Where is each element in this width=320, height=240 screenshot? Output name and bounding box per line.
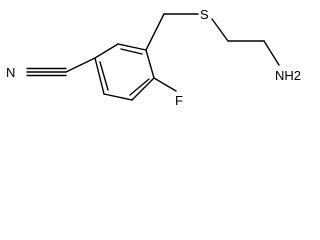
benzene-ring	[94, 43, 155, 101]
nitrile-nitrogen-label: N	[6, 65, 15, 80]
nitrile-group: N	[6, 57, 96, 80]
ring-bond-1	[94, 43, 119, 59]
ethylene-amine-bond	[263, 40, 280, 66]
amine-label: NH2	[275, 68, 301, 83]
aminoethyl-thioether-chain: S NH2	[145, 7, 301, 83]
ring-double-bond-inner-3	[99, 61, 109, 91]
aryl-nitrile-carbon-bond	[65, 57, 96, 73]
ring-double-bond-inner-2	[129, 78, 150, 96]
sulfur-ethylene-bond	[211, 18, 229, 42]
ring-bond-6	[94, 57, 105, 95]
fluoro-substituent: F	[153, 77, 183, 108]
aryl-fluorine-bond	[153, 77, 177, 92]
fluorine-label: F	[175, 93, 183, 108]
ring-bond-3	[145, 49, 155, 79]
molecular-structure-diagram: N F S NH2	[6, 7, 301, 108]
ring-bond-5	[103, 93, 133, 101]
ring-double-bond-inner-1	[120, 48, 143, 55]
ring-bond-2	[117, 43, 147, 51]
sulfur-label: S	[200, 7, 209, 22]
ring-bond-4	[131, 77, 155, 101]
aryl-methylene-bond	[145, 13, 165, 51]
